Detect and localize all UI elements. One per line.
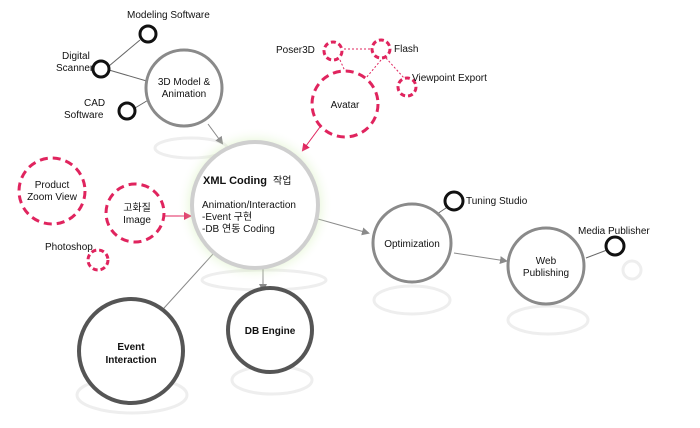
node-digital-scanner: Digital Scanner [56,51,111,79]
web-publishing-line-1: Web [536,256,557,267]
avatar-label: Avatar [331,100,360,111]
node-flash: Flash [370,38,418,60]
node-3d-model: 3D Model & Animation [144,48,224,128]
svg-text:XML Coding 작업: XML Coding 작업 [203,174,291,187]
node-web-publishing: Web Publishing [506,226,586,306]
node-tuning-studio: Tuning Studio [443,190,528,212]
central-line-3: -DB 연동 Coding [202,223,275,235]
central-line-1: Animation/Interaction [202,200,296,211]
node-media-publisher: Media Publisher [578,226,650,257]
edge-flash-avatar [365,59,382,79]
node-db-engine: DB Engine [226,286,314,374]
cad-line-2: Software [64,110,104,121]
photoshop-label: Photoshop [45,242,93,253]
optimization-label: Optimization [384,239,440,250]
hq-image-line-1: 고화질 [123,202,151,214]
central-title: XML Coding [203,175,267,187]
cad-line-1: CAD [84,98,105,109]
tuning-studio-label: Tuning Studio [466,196,528,207]
edge-flash-viewpoint [385,57,405,79]
viewpoint-export-label: Viewpoint Export [412,73,487,84]
model-line-2: Animation [162,89,206,100]
event-interaction-line-1: Event [117,342,145,353]
digital-scanner-line-1: Digital [62,51,90,62]
node-product-zoom: Product Zoom View [17,156,87,226]
web-publishing-line-2: Publishing [523,268,569,279]
central-title-suffix: 작업 [273,174,291,187]
model-line-1: 3D Model & [158,77,211,88]
media-publisher-label: Media Publisher [578,226,650,237]
edge-scanner-model [108,69,151,83]
node-optimization: Optimization [371,202,453,284]
edge-central-event [154,253,214,319]
hq-image-line-2: Image [123,215,151,226]
event-interaction-line-2: Interaction [105,355,156,366]
node-photoshop: Photoshop [45,242,110,272]
central-line-2: -Event 구현 [202,211,252,223]
db-engine-label: DB Engine [245,326,296,337]
node-modeling-software: Modeling Software [127,10,210,44]
edge-media-web [585,249,608,259]
node-avatar: Avatar [310,69,380,139]
product-zoom-line-2: Zoom View [27,192,78,203]
central-node: XML Coding 작업 Animation/Interaction -Eve… [177,127,333,283]
modeling-software-label: Modeling Software [127,10,210,21]
flash-label: Flash [394,44,418,55]
node-event-interaction: Event Interaction [77,297,185,405]
poser3d-label: Poser3D [276,45,315,56]
node-cad-software: CAD Software [64,98,137,121]
node-viewpoint-export: Viewpoint Export [396,73,487,98]
digital-scanner-line-2: Scanner [56,63,94,74]
node-hq-image: 고화질 Image [104,182,166,244]
edge-scanner-modeling [108,39,141,67]
edge-opt-web [453,252,508,265]
product-zoom-line-1: Product [35,180,70,191]
node-poser3d: Poser3D [276,40,344,62]
